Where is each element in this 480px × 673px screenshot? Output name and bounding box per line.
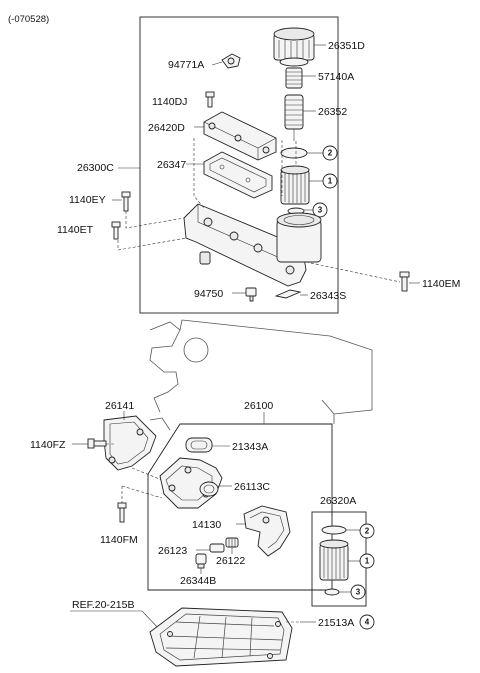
label-26351D: 26351D xyxy=(328,40,365,52)
bolt-1140EY[interactable] xyxy=(121,191,131,212)
label-1140ET: 1140ET xyxy=(57,224,94,236)
label-21343A: 21343A xyxy=(232,441,268,453)
plate-26343S[interactable] xyxy=(274,289,302,299)
spring-26122[interactable] xyxy=(225,537,239,548)
label-26141: 26141 xyxy=(105,400,134,412)
oil-filter-1-top[interactable] xyxy=(280,165,310,205)
callout-3-top: 3 xyxy=(318,206,323,215)
label-26122: 26122 xyxy=(216,555,245,567)
label-57140A: 57140A xyxy=(318,71,354,83)
spring-57140A[interactable] xyxy=(285,67,303,89)
callout-3-kit: 3 xyxy=(356,588,361,597)
cover-26420D[interactable] xyxy=(203,111,277,161)
label-1140EY: 1140EY xyxy=(69,194,106,206)
label-14130: 14130 xyxy=(192,519,221,531)
label-26123: 26123 xyxy=(158,545,187,557)
label-26420D: 26420D xyxy=(148,122,185,134)
gasket-21343A[interactable] xyxy=(185,437,213,453)
header-code: (-070528) xyxy=(8,14,49,25)
callout-circle xyxy=(350,584,366,600)
sensor-94771A[interactable] xyxy=(221,53,241,69)
filter-housing-body[interactable] xyxy=(183,203,322,287)
label-1140FZ: 1140FZ xyxy=(30,439,66,451)
oil-strainer-14130[interactable] xyxy=(243,505,291,557)
callout-1-kit: 1 xyxy=(365,557,370,566)
assembly-26100-frame xyxy=(147,423,333,591)
callout-circle xyxy=(322,145,338,161)
bolt-1140FZ[interactable] xyxy=(87,438,107,449)
plunger-26123[interactable] xyxy=(209,543,225,553)
o-ring-2-top[interactable] xyxy=(280,147,308,159)
callout-1-top: 1 xyxy=(328,177,333,186)
callout-circle xyxy=(322,173,338,189)
bolt-1140EM[interactable] xyxy=(399,271,410,292)
label-26320A: 26320A xyxy=(320,495,356,507)
gasket-26347[interactable] xyxy=(203,151,273,199)
filter-element-26352[interactable] xyxy=(284,94,304,141)
callout-circle xyxy=(312,202,328,218)
label-26344B: 26344B xyxy=(180,575,216,587)
label-94750: 94750 xyxy=(194,288,223,300)
o-ring-2-kit[interactable] xyxy=(321,525,347,535)
bolt-1140ET[interactable] xyxy=(111,221,121,240)
label-26343S: 26343S xyxy=(310,290,346,302)
callout-circle xyxy=(359,553,375,569)
oil-filter-1-kit[interactable] xyxy=(319,539,349,581)
label-21513A: 21513A xyxy=(318,617,354,629)
label-1140DJ: 1140DJ xyxy=(152,96,187,108)
label-94771A: 94771A xyxy=(168,59,204,71)
cover-26141[interactable] xyxy=(103,415,157,471)
label-26100: 26100 xyxy=(244,400,273,412)
label-1140EM: 1140EM xyxy=(422,278,460,290)
bolt-1140FM[interactable] xyxy=(117,502,127,523)
bolt-1140DJ[interactable] xyxy=(205,91,215,108)
label-1140FM: 1140FM xyxy=(100,534,138,546)
sensor-94750[interactable] xyxy=(245,287,257,302)
callout-2-kit: 2 xyxy=(365,527,370,536)
callout-2-top: 2 xyxy=(328,149,333,158)
filter-cap-26351D[interactable] xyxy=(273,27,315,67)
label-26113C: 26113C xyxy=(234,481,270,493)
plug-26344B[interactable] xyxy=(195,553,207,569)
o-ring-3-kit[interactable] xyxy=(324,588,340,596)
callout-circle xyxy=(359,523,375,539)
label-26300C: 26300C xyxy=(77,162,114,174)
seal-26113C[interactable] xyxy=(199,481,219,497)
label-26347: 26347 xyxy=(157,159,186,171)
engine-block-outline xyxy=(149,319,373,431)
oil-pan-21513A[interactable] xyxy=(149,607,293,667)
callout-circle xyxy=(359,614,375,630)
ref-label: REF.20-215B xyxy=(72,599,134,611)
label-26352: 26352 xyxy=(318,106,347,118)
callout-4-pan: 4 xyxy=(365,618,370,627)
assembly-26300C-frame xyxy=(139,16,339,314)
